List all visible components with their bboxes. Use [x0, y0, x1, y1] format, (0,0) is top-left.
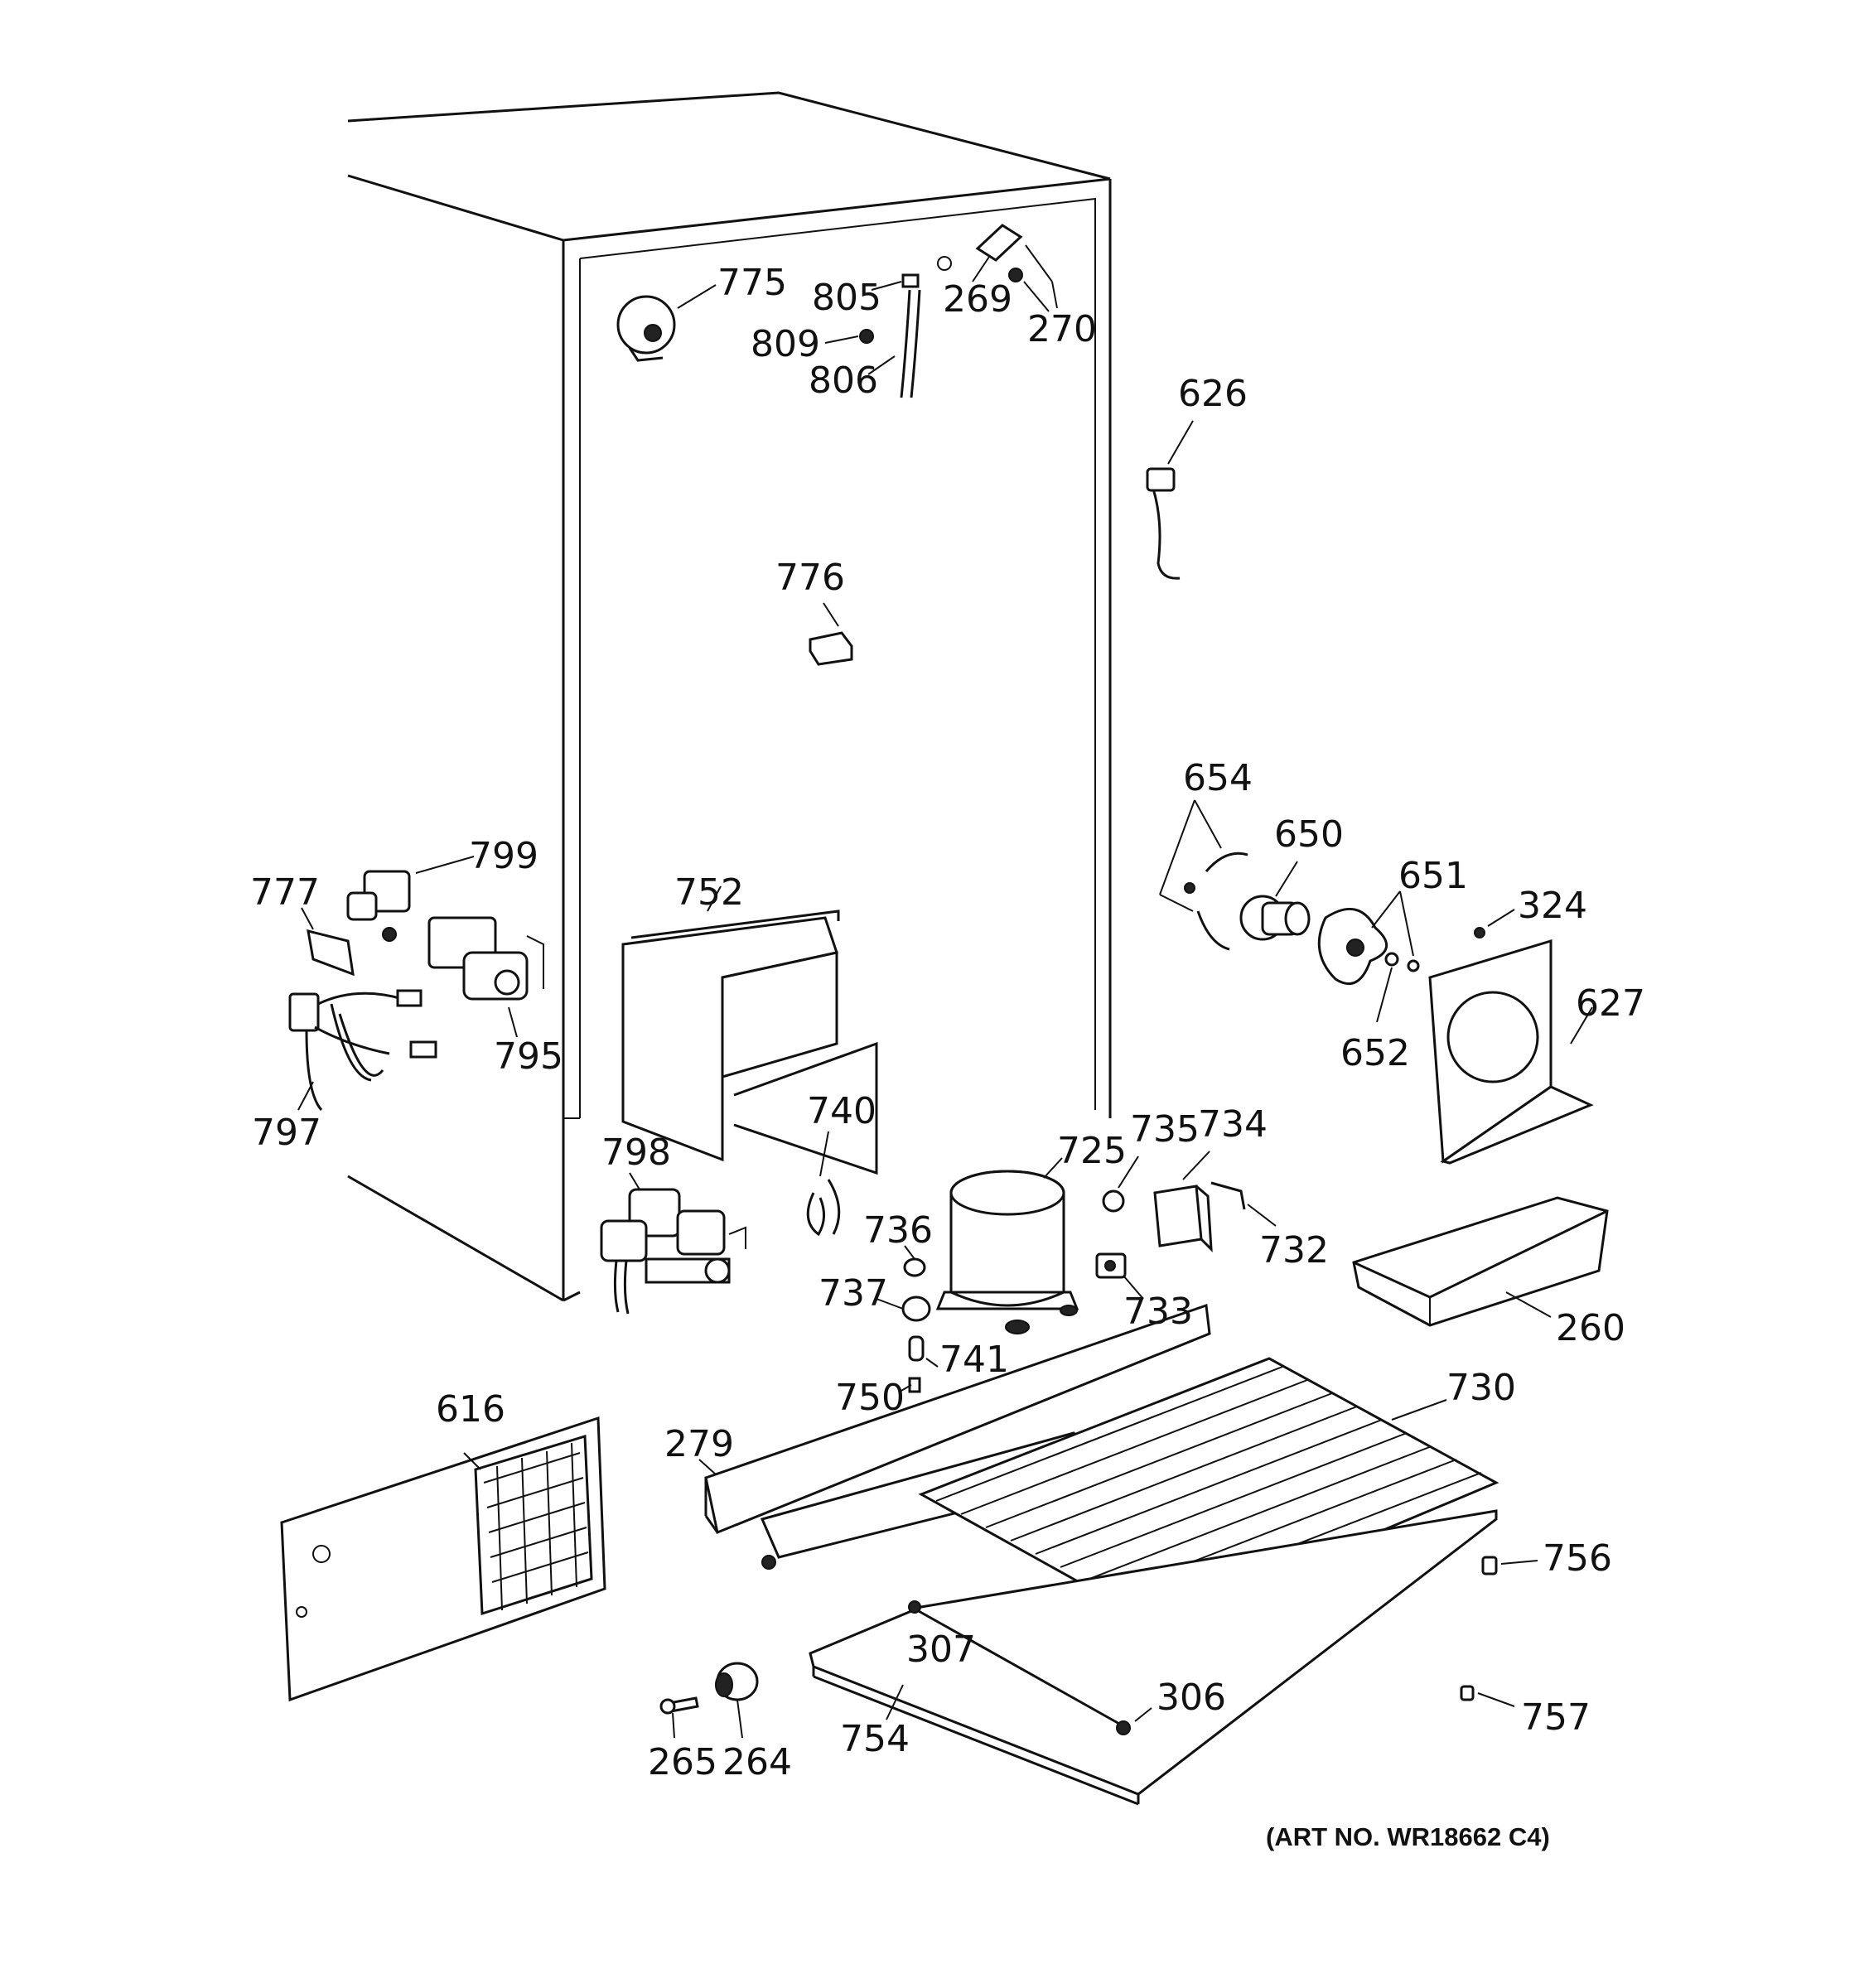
cabinet: [347, 91, 1112, 1302]
label-795: 795: [494, 1035, 563, 1078]
part-307-306-rod: [908, 1600, 1152, 1735]
label-798: 798: [601, 1132, 671, 1174]
part-740-clip: [806, 1131, 841, 1237]
label-756: 756: [1543, 1537, 1612, 1580]
part-734-relay: [1153, 1151, 1213, 1252]
parts-269-270-fitting: [972, 224, 1058, 312]
part-651-fan-blade: [1317, 890, 1420, 986]
label-752: 752: [674, 871, 744, 914]
part-652-washer: [1376, 967, 1393, 1023]
label-269: 269: [943, 278, 1012, 321]
label-652: 652: [1340, 1032, 1410, 1074]
label-776: 776: [775, 557, 845, 599]
label-616: 616: [436, 1388, 505, 1431]
label-279: 279: [664, 1423, 734, 1465]
label-735: 735: [1130, 1108, 1200, 1151]
part-776-block: [809, 602, 853, 666]
label-740: 740: [807, 1090, 876, 1132]
label-730: 730: [1446, 1367, 1516, 1409]
part-777-bracket: [301, 907, 355, 977]
label-324: 324: [1518, 885, 1587, 927]
label-741: 741: [939, 1339, 1009, 1381]
label-775: 775: [717, 262, 787, 304]
part-752-shroud: [621, 885, 878, 1175]
part-775-timer: [616, 284, 717, 362]
part-732-wire: [1210, 1181, 1277, 1227]
part-324-screw: [1474, 909, 1515, 939]
label-805: 805: [812, 277, 881, 319]
part-654-bracket: [1159, 799, 1248, 951]
part-626-cord: [1146, 420, 1194, 580]
label-733: 733: [1123, 1291, 1193, 1333]
label-750: 750: [835, 1377, 905, 1419]
label-809: 809: [751, 323, 820, 365]
label-650: 650: [1274, 813, 1344, 856]
label-799: 799: [469, 835, 538, 877]
parts-736-737-741-750-grommets: [876, 1245, 939, 1393]
label-737: 737: [819, 1272, 888, 1315]
part-798-valve: [600, 1172, 746, 1315]
label-736: 736: [863, 1209, 933, 1252]
label-651: 651: [1398, 855, 1468, 897]
label-806: 806: [809, 359, 878, 402]
part-616-access-cover: [280, 1416, 606, 1702]
part-260-drain-pan: [1352, 1196, 1609, 1327]
label-757: 757: [1521, 1696, 1591, 1739]
part-797-wire-harness: [288, 989, 437, 1112]
label-306: 306: [1157, 1677, 1226, 1719]
part-650-motor: [1239, 861, 1311, 941]
art-number: (ART NO. WR18662 C4): [1266, 1822, 1550, 1851]
callout-labels: 775 805 269 270 809 806 626 776 654 650 …: [250, 262, 1645, 1783]
label-260: 260: [1556, 1307, 1625, 1349]
label-307: 307: [906, 1629, 976, 1671]
part-799-valve: [346, 856, 475, 942]
label-270: 270: [1027, 308, 1097, 350]
label-627: 627: [1576, 982, 1645, 1025]
label-732: 732: [1259, 1229, 1329, 1271]
parts-264-265-bumpers: [659, 1662, 759, 1739]
part-795-valve: [427, 916, 544, 1038]
part-627-fan-shroud: [1428, 939, 1594, 1165]
label-777: 777: [250, 871, 320, 914]
label-654: 654: [1183, 757, 1253, 799]
part-756-757-feet: [1460, 1556, 1538, 1707]
label-626: 626: [1178, 373, 1248, 415]
part-733-overload: [1095, 1252, 1144, 1300]
part-725-compressor: [935, 1157, 1079, 1334]
part-735-grommet: [1102, 1156, 1139, 1213]
parts-805-806-809-tubing: [824, 256, 952, 398]
label-734: 734: [1198, 1103, 1268, 1146]
label-754: 754: [840, 1718, 910, 1760]
label-264: 264: [722, 1741, 792, 1783]
label-265: 265: [648, 1741, 717, 1783]
label-725: 725: [1057, 1130, 1127, 1172]
label-797: 797: [252, 1112, 321, 1154]
